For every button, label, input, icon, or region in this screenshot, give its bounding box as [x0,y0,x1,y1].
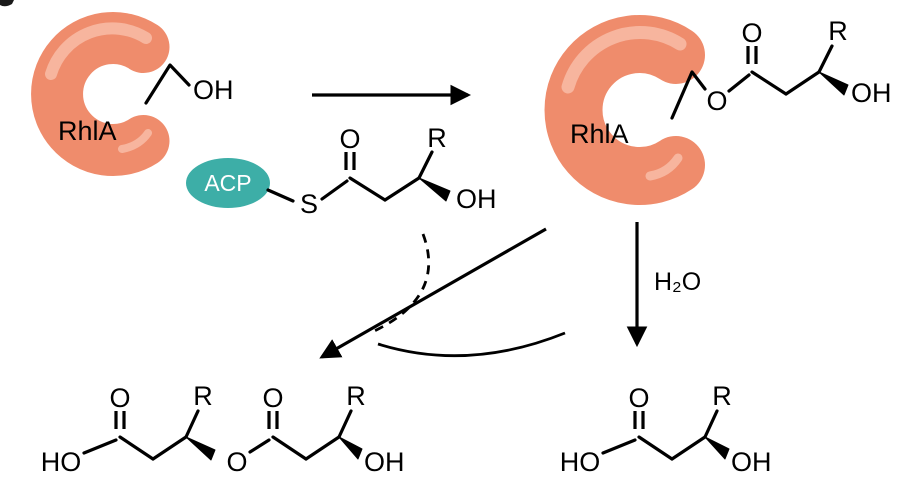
acid-oh-label: OH [731,447,772,477]
acid-c2-c3-bond [670,435,707,461]
haa-c4-c5-bond [271,435,308,461]
rhla-highlight-top-left [45,22,152,80]
haa-ho-c1-bond [82,438,118,455]
haa-r-left-label: R [193,381,213,411]
haa-ester-o-label: O [226,447,247,477]
haa-formation-arrow [319,227,547,359]
haa-carbonyl-o-left-label: O [109,383,130,413]
cropped-panel-label-fragment [0,0,14,7]
ester-o-label: O [706,86,727,116]
ester-c2-c3-bond [784,70,821,96]
haa-c6-r-bond [337,409,353,439]
acid-carbonyl-o-label: O [628,383,649,413]
haa-oh-wedge-bond [338,436,363,460]
haa-estero-c4-bond [248,438,271,454]
rhla-body-right [544,15,705,205]
ester-ch2-bond [670,70,707,120]
acp-ellipse [186,158,270,208]
haa-oh-label: OH [364,447,405,477]
haa-carbonyl-o-right-label: O [262,383,283,413]
ester-o-c1-bond [727,73,751,93]
acp-thioester-substrate: ACP S O R OH [186,123,497,219]
haa-formation-path [319,227,566,359]
haa-c3-r-bond [184,409,200,439]
rhla-label-left: RhlA [58,116,117,146]
acid-ho-label: HO [560,447,601,477]
rhla-body-left [31,12,170,176]
ester-oh-label: OH [851,78,892,108]
ester-c1-c2-bond [750,70,788,96]
acid-c3-r-bond [703,409,719,439]
ester-oh-wedge-bond [818,71,849,96]
ester-r-label: R [828,16,848,46]
serine-oh-label: OH [193,75,234,105]
haa-c5-c6-bond [304,435,341,461]
free-rhla-enzyme: RhlA OH [31,12,234,176]
thioester-c2-c3-bond [383,176,421,202]
acid-oh-wedge-bond [704,436,730,460]
acid-ho-c1-bond [601,438,637,455]
rhla-highlight-top-right [561,26,687,94]
second-substrate-curve [377,331,566,358]
acid-c1-c2-bond [637,435,674,461]
acyl-rhla-enzyme: RhlA O O R OH [544,15,892,205]
haa-c1-c2-bond [118,435,155,461]
rhla-highlight-lip-right [645,153,683,181]
haa-r-right-label: R [346,381,366,411]
sulfur-label: S [300,189,318,219]
rhla-label-right: RhlA [570,119,629,149]
ester-c3-r-bond [817,44,834,74]
thioester-c1-c2-bond [348,176,387,202]
haa-product: HO O R O O R OH [41,381,405,477]
thioester-oh-wedge-bond [418,177,451,202]
ester-carbonyl-o-label: O [741,18,762,48]
s-c1-bond [320,179,349,201]
hydroxy-acid-product: HO O R OH [560,381,772,477]
haa-c2-c3-bond [151,435,188,461]
acp-s-bond [266,188,295,203]
thioester-carbonyl-o-label: O [339,124,360,154]
rhla-highlight-lip-left [118,129,152,153]
water-label: H₂O [654,268,701,296]
serine-ch2-bond [144,63,191,105]
haa-ho-label: HO [41,447,82,477]
thioester-oh-label: OH [456,184,497,214]
acp-label: ACP [204,170,251,196]
thioester-r-label: R [427,123,447,153]
thioester-c3-r-bond [417,150,434,180]
hydrolysis-path: H₂O [626,222,701,348]
acp-release-dashed-curve [369,233,431,335]
haa-ester-o-wedge-bond [185,436,216,461]
acid-r-label: R [712,381,732,411]
